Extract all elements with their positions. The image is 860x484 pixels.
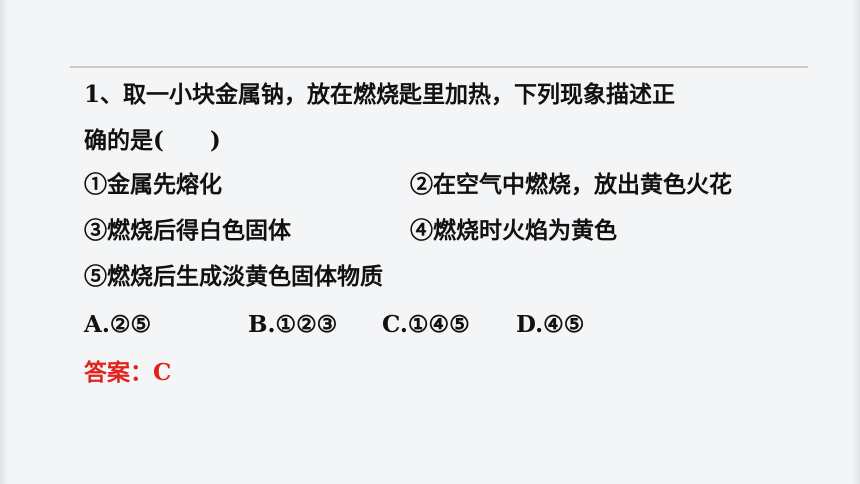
option-3: ③燃烧后得白色固体: [84, 217, 291, 244]
option-4: ④燃烧时火焰为黄色: [410, 217, 617, 244]
choice-d: D.④⑤: [516, 311, 585, 338]
answer-text: 答案：C: [84, 359, 172, 386]
option-1: ①金属先熔化: [84, 171, 222, 198]
slide-edge-right: [852, 0, 860, 484]
question-text-line-1: 1、取一小块金属钠，放在燃烧匙里加热，下列现象描述正: [84, 81, 676, 108]
slide-edge-left: [0, 0, 8, 484]
option-row-1: ①金属先熔化 ②在空气中燃烧，放出黄色火花: [84, 170, 732, 200]
top-divider: [70, 66, 808, 68]
option-row-3: ⑤燃烧后生成淡黄色固体物质: [84, 262, 383, 292]
choice-b: B.①②③: [248, 311, 338, 338]
choice-a: A.②⑤: [84, 311, 152, 338]
option-5: ⑤燃烧后生成淡黄色固体物质: [84, 263, 383, 290]
choice-c: C.①④⑤: [382, 311, 470, 338]
option-row-2: ③燃烧后得白色固体 ④燃烧时火焰为黄色: [84, 216, 617, 246]
question-text-line-2: 确的是( ): [84, 127, 221, 154]
option-2: ②在空气中燃烧，放出黄色火花: [410, 171, 732, 198]
